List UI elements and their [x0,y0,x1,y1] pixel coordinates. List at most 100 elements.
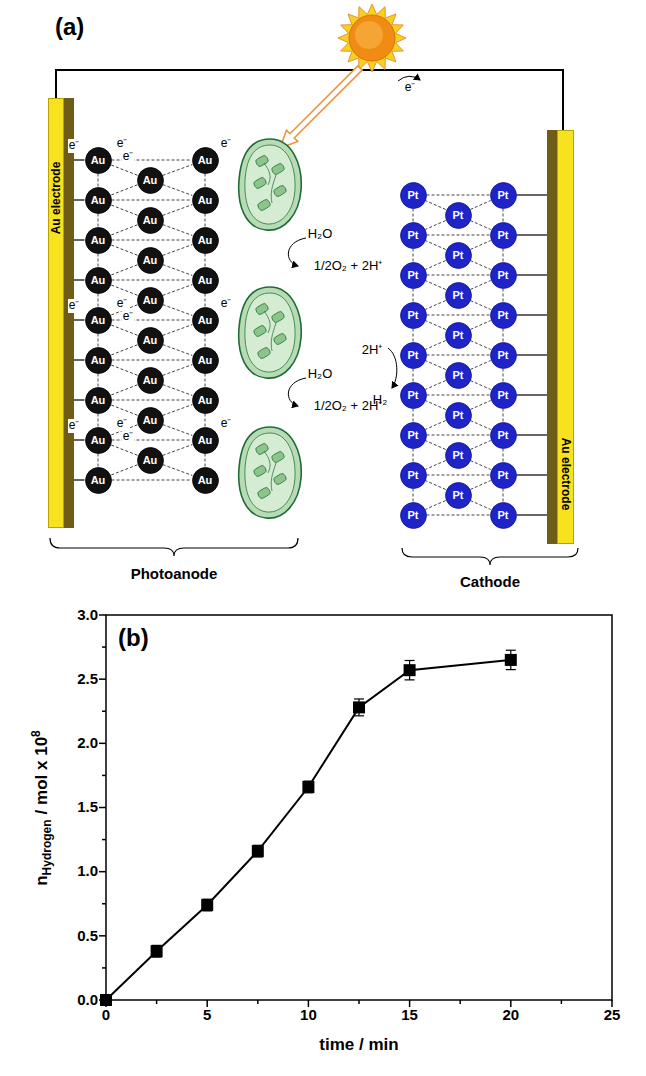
atom-symbol: Au [91,195,106,206]
atom-symbol: Pt [453,250,464,261]
lattice-line [111,265,138,275]
atom-symbol: Au [91,475,106,486]
atom-symbol: Pt [408,270,419,281]
lattice-line [112,480,192,481]
gold-atom: Au [85,347,112,374]
gold-atom: Au [137,207,164,234]
lattice-line [425,221,445,230]
atom-symbol: Pt [498,190,509,201]
lattice-line [425,241,445,250]
lattice-line [163,445,193,456]
atom-symbol: Pt [408,350,419,361]
bond-wire [517,354,548,355]
bond-wire [74,359,85,360]
lattice-line [111,445,138,455]
atom-symbol: Au [143,215,158,226]
atom-symbol: Pt [453,410,464,421]
lattice-line [111,245,138,255]
panel-label: (a) [55,14,84,40]
lattice-line [470,321,490,330]
atom-symbol: Au [143,335,158,346]
bond-wire [517,394,548,395]
platinum-atom: Pt [445,202,472,229]
electron-label: e⁻ [220,137,233,150]
atom-symbol: Pt [498,350,509,361]
gold-atom: Au [192,147,219,174]
bond-wire [74,399,85,400]
platinum-atom: Pt [445,282,472,309]
tick-label: 0.0 [77,992,98,1009]
lattice-line [205,174,206,187]
lattice-line [111,325,138,335]
electron-label: e⁻ [122,150,135,163]
lattice-line [470,241,490,250]
lattice-line [163,285,193,296]
platinum-atom: Pt [490,262,517,289]
atom-symbol: Pt [453,210,464,221]
gold-atom: Au [85,467,112,494]
lattice-line [503,369,504,382]
lattice-line [425,261,445,270]
lattice-line [470,421,490,430]
atom-symbol: Pt [453,330,464,341]
gold-atom: Au [85,187,112,214]
axis-title: nHydrogen/ mol x 108 [30,730,54,886]
lattice-line [427,355,490,356]
lattice-line [111,285,138,295]
lattice-line [470,261,490,270]
lattice-line [425,501,445,510]
platinum-atom: Pt [445,482,472,509]
platinum-atom: Pt [400,342,427,369]
reaction-arrow [388,348,397,388]
brace [402,548,578,565]
lattice-line [425,421,445,430]
axis-title-part: / mol x 10 [32,737,51,814]
tick-label: 2.0 [77,735,98,752]
lattice-line [112,240,192,241]
lattice-line [98,174,99,187]
lattice-line [112,400,192,401]
atom-symbol: Pt [453,370,464,381]
atom-symbol: Au [91,235,106,246]
lattice-line [205,254,206,267]
gold-atom: Au [137,327,164,354]
electron-label: e⁻ [116,417,129,430]
lattice-line [503,209,504,222]
atom-symbol: Au [198,315,213,326]
sun [338,4,406,72]
platinum-atom: Pt [400,462,427,489]
lattice-line [98,294,99,307]
gold-atom: Au [192,347,219,374]
atom-symbol: Au [198,355,213,366]
lattice-line [111,405,138,415]
lattice-line [413,289,414,302]
bond-wire [517,234,548,235]
lattice-line [425,321,445,330]
lattice-line [413,409,414,422]
tick-label: 0.5 [77,928,98,945]
lattice-line [205,374,206,387]
lattice-line [425,461,445,470]
electrode-label: Au electrode [560,438,572,511]
platinum-atom: Pt [400,382,427,409]
lattice-line [470,441,490,450]
atom-symbol: Pt [453,490,464,501]
lattice-line [205,454,206,467]
atom-symbol: Pt [498,390,509,401]
electron-arrow [398,76,420,81]
bond-wire [517,274,548,275]
lattice-line [425,301,445,310]
lattice-line [470,221,490,230]
tick-label: 20 [502,1007,519,1024]
lattice-line [413,249,414,262]
atom-symbol: Pt [408,510,419,521]
atom-symbol: Au [143,175,158,186]
electron-label: e⁻ [68,139,81,152]
gold-atom: Au [192,307,219,334]
lattice-line [427,195,490,196]
platinum-atom: Pt [400,222,427,249]
atom-symbol: Au [198,155,213,166]
atom-symbol: Au [91,315,106,326]
platinum-atom: Pt [490,182,517,209]
gold-atom: Au [192,187,219,214]
